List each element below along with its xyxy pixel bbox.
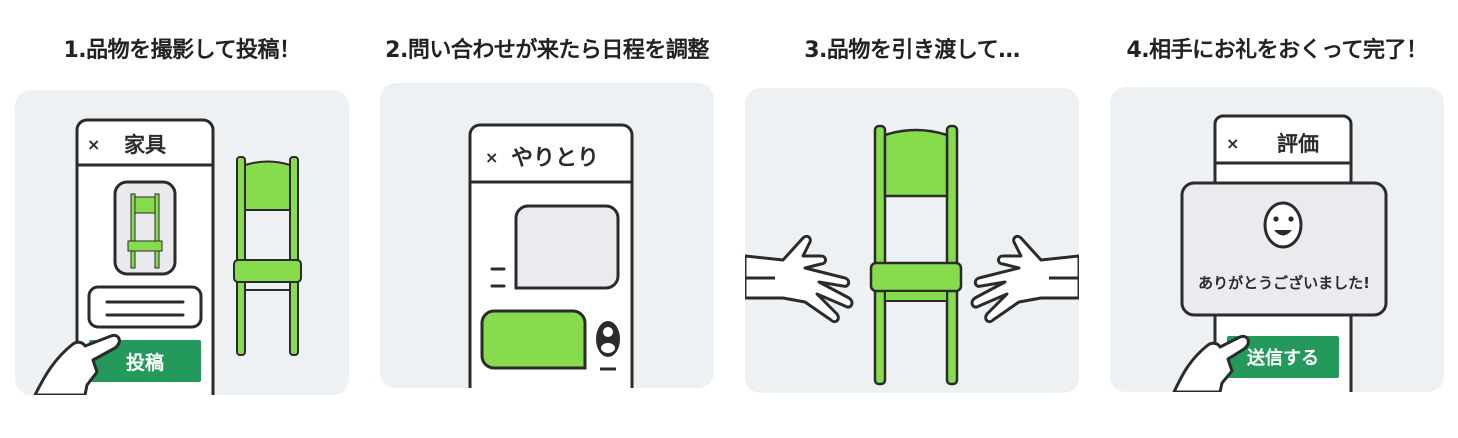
send-button[interactable]: 送信する [1227, 336, 1339, 378]
chair-photo-icon [113, 180, 177, 276]
step-title: 1.品物を撮影して投稿！ [63, 38, 301, 63]
close-icon[interactable]: × [485, 148, 498, 167]
right-hand-icon [970, 234, 1079, 324]
step-title: 2.問い合わせが来たら日程を調整 [385, 38, 709, 63]
svg-text:送信する: 送信する [1246, 347, 1319, 369]
illustration-panel: × 家具 投稿 [15, 90, 349, 395]
screen-title: やりとり [511, 146, 599, 171]
left-hand-icon [745, 234, 854, 324]
post-button[interactable]: 投稿 [89, 340, 201, 382]
close-icon[interactable]: × [1226, 134, 1239, 153]
screen-title: 評価 [1277, 132, 1319, 156]
step-1: 1.品物を撮影して投稿！ × 家具 [15, 0, 349, 438]
step-title: 3.品物を引き渡して… [804, 38, 1020, 63]
sent-message-bubble [480, 309, 587, 370]
chair-icon [233, 156, 302, 356]
received-message-bubble [490, 204, 620, 290]
step-title: 4.相手にお礼をおくって完了！ [1126, 38, 1428, 63]
svg-text:×: × [485, 148, 498, 167]
screen-title: 家具 [124, 133, 166, 157]
dialog-message: ありがとうございました! [1198, 274, 1370, 292]
illustration-panel [745, 88, 1079, 393]
user-avatar-icon [596, 321, 620, 371]
step-4: 4.相手にお礼をおくって完了！ × 評価 ありがとうございました! 送信する [1110, 0, 1444, 438]
pointing-hand-icon [33, 333, 121, 395]
pointing-hand-icon [1172, 334, 1250, 392]
smiley-face-icon [1263, 201, 1303, 249]
text-field-icon[interactable] [87, 285, 203, 329]
svg-text:×: × [1226, 134, 1239, 153]
step-3: 3.品物を引き渡して… [745, 0, 1079, 438]
close-icon[interactable]: × [87, 135, 100, 154]
chair-icon [869, 124, 963, 386]
thank-you-dialog [1180, 181, 1388, 317]
illustration-panel: × 評価 ありがとうございました! 送信する [1110, 87, 1444, 392]
svg-text:投稿: 投稿 [126, 351, 164, 374]
illustration-panel: × やりとり [380, 83, 714, 388]
step-2: 2.問い合わせが来たら日程を調整 × やりとり [380, 0, 714, 438]
svg-text:×: × [87, 135, 100, 154]
